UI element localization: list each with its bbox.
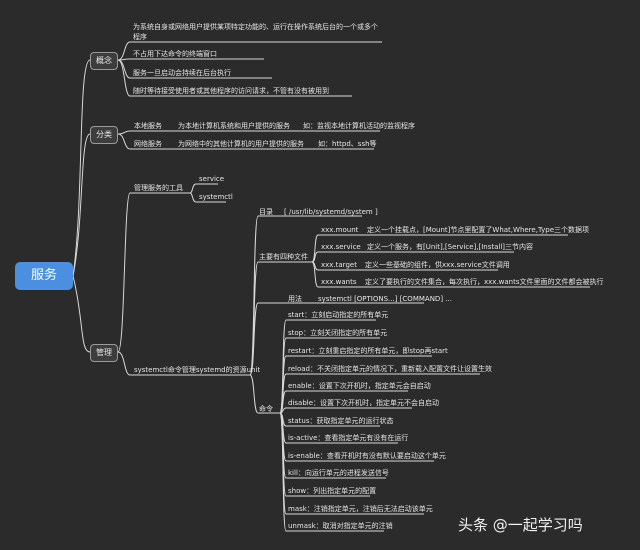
command-item: is-active：查看指定单元有没有在运行 [288,434,409,442]
category-classification[interactable]: 分类 [90,126,118,144]
watermark: 头条 @一起学习吗 [458,516,583,534]
category-concept[interactable]: 概念 [90,52,118,70]
root-node[interactable]: 服务 [15,262,73,290]
systemd-label: systemctl命令管理systemd的资源unit [134,366,261,374]
file-desc-mount: 定义一个挂载点，[Mount]节点里配置了What,Where,Type三个数据… [367,226,590,234]
network-service-label: 网络服务 [134,140,162,148]
network-service-example: 如：httpd、ssh等 [318,140,377,148]
commands-label: 命令 [259,405,273,413]
category-management[interactable]: 管理 [90,344,118,362]
local-service-example: 如：监视本地计算机活动的监视程序 [303,122,415,130]
tools-label: 管理服务的工具 [134,184,183,192]
file-name-service: xxx.service [321,243,361,251]
command-item: disable：设置下次开机时，指定单元不会自启动 [288,399,440,407]
command-item: is-enable：查看开机时有没有默认要启动这个单元 [288,452,446,460]
local-service-label: 本地服务 [134,122,162,130]
tool-service: service [199,175,225,183]
concept-item: 程序 [133,33,147,41]
concept-item: 不占用下达命令的终端窗口 [133,50,217,58]
file-desc-target: 定义一些基础的组件，供xxx.service文件调用 [365,261,510,269]
command-item: restart：立刻重启指定的所有单元，即stop再start [288,347,448,355]
command-item: show：列出指定单元的配置 [288,487,377,495]
local-service-desc: 为本地计算机系统和用户提供的服务 [178,122,290,130]
network-service-desc: 为网络中的其他计算机的用户提供的服务 [178,140,304,148]
command-item: kill：向运行单元的进程发送信号 [288,469,389,477]
file-desc-service: 定义一个服务，有[Unit],[Service],[Install]三节内容 [367,243,534,251]
command-item: mask：注销指定单元，注销后无法启动该单元 [288,505,433,513]
concept-item: 随时等待接受使用者或其他程序的访问请求，不管有没有被用到 [133,87,329,95]
file-name-mount: xxx.mount [321,226,359,234]
command-item: enable：设置下次开机时，指定单元会自启动 [288,382,431,390]
file-desc-wants: 定义了要执行的文件集合，每次执行，xxx.wants文件里面的文件都会被执行 [365,278,604,286]
command-item: status：获取指定单元的运行状态 [288,417,394,425]
file-name-target: xxx.target [321,261,357,269]
tool-systemctl: systemctl [199,193,233,201]
dir-label: 目录 [259,208,273,216]
usage-label: 用法 [288,295,302,303]
concept-item: 服务一旦启动会持续在后台执行 [133,69,231,77]
command-item: unmask：取消对指定单元的注销 [288,522,393,530]
file-name-wants: xxx.wants [321,278,357,286]
dir-value: [ /usr/lib/systemd/system ] [284,208,378,216]
command-item: reload：不关闭指定单元的情况下，重新载入配置文件让设置生效 [288,365,492,373]
command-item: start：立刻启动指定的所有单元 [288,311,389,319]
files-label: 主要有四种文件 [259,253,308,261]
concept-item: 为系统自身或网络用户提供某项特定功能的、运行在操作系统后台的一个或多个 [133,23,378,31]
dir-path: /usr/lib/systemd/system [288,208,373,216]
command-item: stop：立刻关闭指定的所有单元 [288,329,388,337]
usage-value: systemctl [OPTIONS...] [COMMAND] ... [318,295,452,303]
